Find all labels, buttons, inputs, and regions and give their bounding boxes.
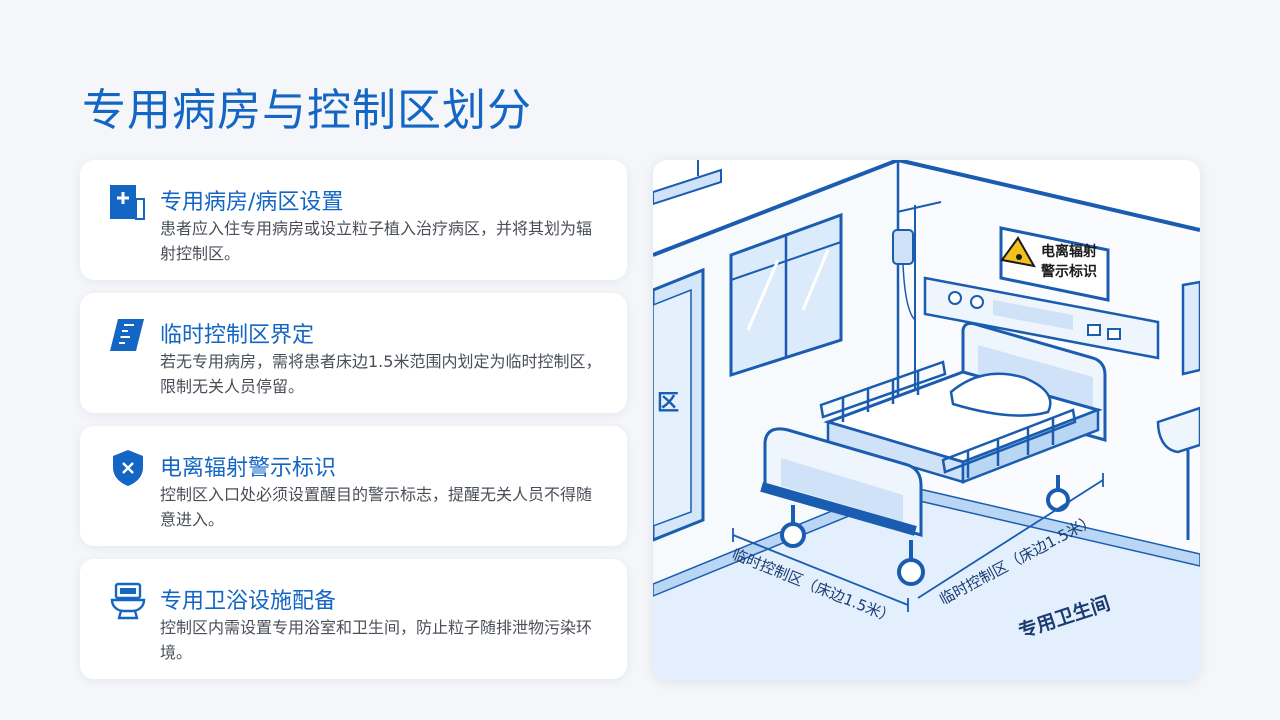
card-temporary-zone: 临时控制区界定 若无专用病房，需将患者床边1.5米范围内划定为临时控制区，限制无… [80, 293, 627, 413]
warning-sign-line2: 警示标识 [1041, 263, 1097, 280]
wall-letter: 区 [657, 391, 679, 416]
card-description: 患者应入住专用病房或设立粒子植入治疗病区，并将其划为辐射控制区。 [160, 219, 593, 263]
card-description: 若无专用病房，需将患者床边1.5米范围内划定为临时控制区，限制无关人员停留。 [160, 352, 602, 396]
card-title: 电离辐射警示标识 [160, 456, 337, 481]
card-title: 临时控制区界定 [160, 323, 315, 348]
card-dedicated-ward: 专用病房/病区设置 患者应入住专用病房或设立粒子植入治疗病区，并将其划为辐射控制… [80, 160, 627, 280]
card-description: 控制区入口处必须设置醒目的警示标志，提醒无关人员不得随意进入。 [160, 485, 593, 529]
card-warning-sign: 电离辐射警示标识 控制区入口处必须设置醒目的警示标志，提醒无关人员不得随意进入。 [80, 426, 627, 546]
toilet-icon [108, 581, 148, 621]
ruler-boundary-icon [108, 315, 148, 355]
ward-illustration: 区 电离辐射 警示标识 [653, 160, 1200, 680]
hospital-room-icon [108, 182, 148, 222]
card-title: 专用卫浴设施配备 [160, 589, 337, 614]
card-bathroom: 专用卫浴设施配备 控制区内需设置专用浴室和卫生间，防止粒子随排泄物污染环境。 [80, 559, 627, 679]
warning-sign-line1: 电离辐射 [1041, 243, 1097, 260]
page-title: 专用病房与控制区划分 [82, 85, 532, 136]
shield-icon [108, 448, 148, 488]
radiation-warning-icon [1000, 236, 1036, 268]
card-description: 控制区内需设置专用浴室和卫生间，防止粒子随排泄物污染环境。 [160, 618, 593, 662]
card-title: 专用病房/病区设置 [160, 190, 344, 215]
